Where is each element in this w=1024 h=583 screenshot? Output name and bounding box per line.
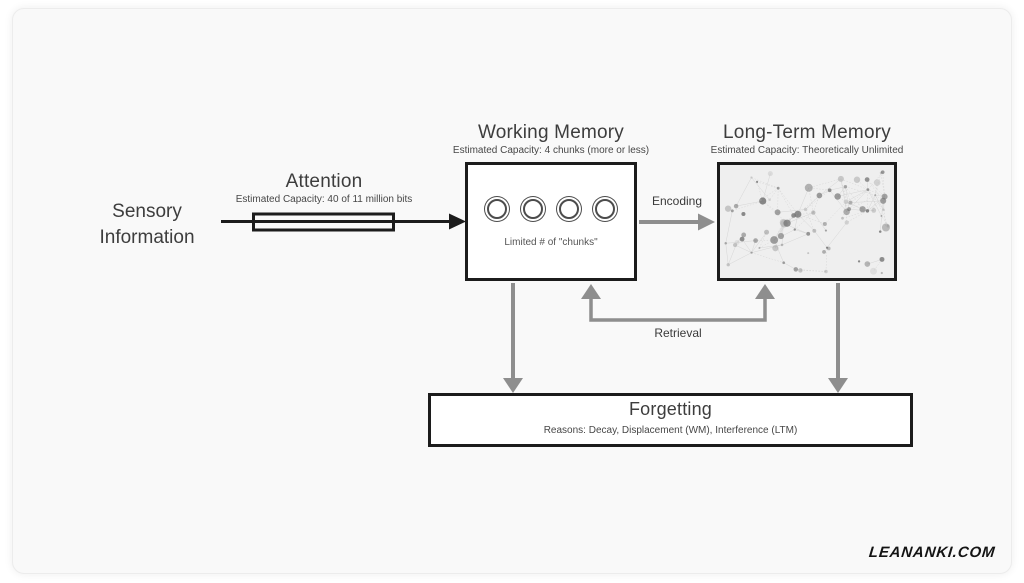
neural-network-graphic	[724, 170, 890, 275]
retrieval-wm-arrowhead	[581, 284, 601, 299]
long-term-memory-title: Long-Term Memory	[723, 122, 891, 143]
memory-chunk-circle	[559, 199, 579, 219]
memory-chunks	[465, 197, 637, 221]
forgetting-box	[428, 393, 913, 447]
memory-chunk-circle	[595, 199, 615, 219]
encoding-label: Encoding	[651, 194, 703, 208]
encoding-arrowhead	[698, 213, 715, 231]
retrieval-connector	[589, 296, 767, 322]
long-term-memory-subtitle: Estimated Capacity: Theoretically Unlimi…	[710, 145, 904, 156]
sensory-information-label: Sensory Information	[99, 199, 194, 251]
working-memory-subtitle: Estimated Capacity: 4 chunks (more or le…	[452, 145, 650, 156]
retrieval-label: Retrieval	[654, 326, 702, 340]
ltm-to-forgetting-arrowhead	[828, 378, 848, 393]
forgetting-subtitle: Reasons: Decay, Displacement (WM), Inter…	[543, 425, 798, 436]
memory-chunk-circle	[487, 199, 507, 219]
working-memory-title: Working Memory	[477, 122, 625, 143]
working-memory-box	[465, 162, 637, 281]
attention-funnel-rect	[252, 212, 395, 232]
sensory-to-wm-arrowhead	[449, 213, 466, 230]
long-term-memory-box	[717, 162, 897, 281]
attention-title: Attention	[285, 171, 363, 192]
attention-subtitle: Estimated Capacity: 40 of 11 million bit…	[235, 194, 413, 205]
working-memory-note: Limited # of "chunks"	[504, 237, 598, 248]
memory-chunk-circle	[523, 199, 543, 219]
sensory-line1: Sensory	[112, 201, 182, 222]
forgetting-title: Forgetting	[628, 399, 713, 419]
wm-to-forgetting-arrowhead	[503, 378, 523, 393]
leananki-watermark: LEANANKI.COM	[867, 544, 996, 561]
sensory-line2: Information	[99, 227, 195, 248]
retrieval-ltm-arrowhead	[755, 284, 775, 299]
